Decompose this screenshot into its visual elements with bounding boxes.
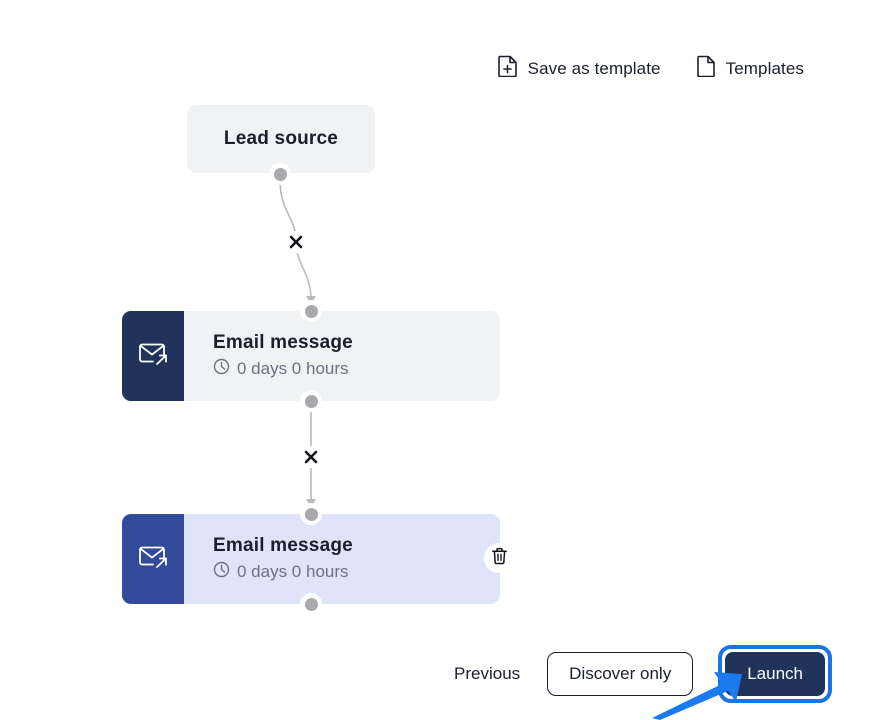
node-email-message-2-icon-panel (122, 514, 184, 604)
save-as-template-button[interactable]: Save as template (497, 55, 661, 82)
document-icon (696, 55, 716, 82)
node-email-message-2-text: Email message 0 days 0 hours (184, 514, 353, 604)
node-email-message-1-delay: 0 days 0 hours (213, 358, 353, 380)
document-plus-icon (497, 55, 518, 82)
node-lead-source[interactable]: Lead source (187, 105, 375, 173)
handle-email1-in[interactable] (300, 300, 322, 322)
node-lead-source-title: Lead source (223, 128, 339, 149)
save-as-template-label: Save as template (527, 58, 661, 78)
templates-button[interactable]: Templates (696, 55, 804, 82)
clock-icon (213, 561, 230, 583)
trash-icon (491, 547, 508, 570)
delete-node-button[interactable] (484, 543, 514, 573)
node-email-message-1-text: Email message 0 days 0 hours (184, 311, 353, 401)
handle-email1-out[interactable] (300, 390, 322, 412)
launch-button-highlight: Launch (718, 645, 832, 703)
handle-lead-source-out[interactable] (269, 163, 291, 185)
node-email-message-2-delay: 0 days 0 hours (213, 561, 353, 583)
node-email-message-1-delay-label: 0 days 0 hours (237, 359, 349, 379)
email-send-icon (137, 340, 169, 373)
node-email-message-2-title: Email message (213, 535, 353, 557)
x-icon (289, 235, 303, 249)
node-email-message-2[interactable]: Email message 0 days 0 hours (122, 514, 500, 604)
remove-connector-1-button[interactable] (285, 231, 307, 253)
node-email-message-1-icon-panel (122, 311, 184, 401)
handle-email2-in[interactable] (300, 503, 322, 525)
node-email-message-1-title: Email message (213, 332, 353, 354)
handle-email2-out[interactable] (300, 593, 322, 615)
clock-icon (213, 358, 230, 380)
x-icon (304, 450, 318, 464)
previous-button[interactable]: Previous (452, 658, 522, 690)
wizard-actions: Previous Discover only Launch (0, 645, 870, 703)
top-toolbar: Save as template Templates (0, 55, 870, 82)
node-email-message-2-delay-label: 0 days 0 hours (237, 562, 349, 582)
discover-only-button[interactable]: Discover only (547, 652, 694, 696)
node-email-message-1-body (122, 311, 500, 401)
email-send-icon (137, 543, 169, 576)
node-email-message-1[interactable]: Email message 0 days 0 hours (122, 311, 500, 401)
launch-button[interactable]: Launch (725, 652, 825, 696)
node-email-message-2-body (122, 514, 500, 604)
remove-connector-2-button[interactable] (300, 446, 322, 468)
templates-label: Templates (725, 58, 804, 78)
